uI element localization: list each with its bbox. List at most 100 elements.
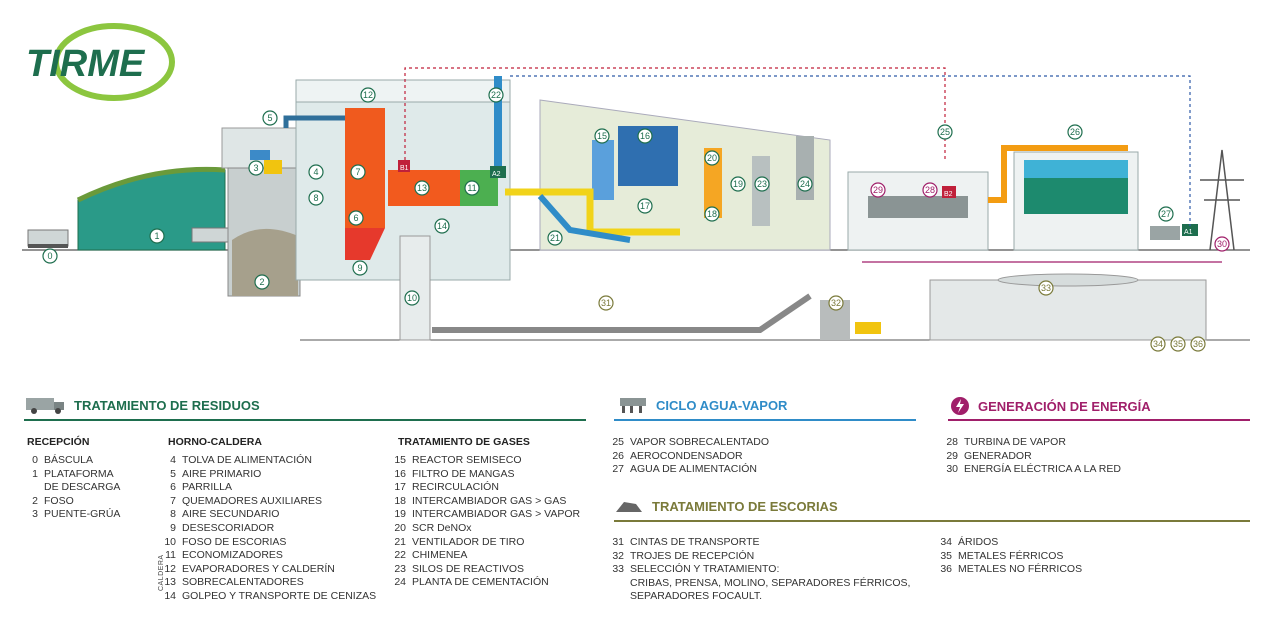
svg-text:17: 17 — [640, 201, 650, 211]
marker-15: 15 — [594, 128, 610, 144]
legend-item-text: AEROCONDENSADOR — [630, 449, 743, 462]
crane-trolley — [250, 150, 270, 160]
slag-bunker — [820, 300, 850, 340]
legend-item-text: AGUA DE ALIMENTACIÓN — [630, 463, 757, 476]
recirculation-duct — [537, 194, 631, 243]
marker-1: 1 — [149, 228, 165, 244]
legend-item: SEPARADORES FOCAULT. — [608, 590, 762, 603]
escorias-header: TRATAMIENTO DE ESCORIAS — [614, 498, 838, 514]
marker-0: 0 — [42, 248, 58, 264]
marker-27: 27 — [1158, 206, 1174, 222]
steam-duct — [988, 145, 1128, 203]
tirme-logo: TIRME — [26, 23, 175, 101]
svg-text:23: 23 — [757, 179, 767, 189]
truck-icon — [27, 229, 69, 248]
legend-item-text: TURBINA DE VAPOR — [964, 436, 1066, 448]
marker-32: 32 — [828, 295, 844, 311]
air-condenser-top — [1024, 160, 1128, 178]
svg-text:14: 14 — [437, 221, 447, 231]
legend-item-number: 31 — [612, 536, 624, 548]
legend-item-number: 33 — [612, 563, 624, 576]
legend-item: DE DESCARGA — [22, 481, 120, 494]
legend-item-text: SEPARADORES FOCAULT. — [630, 590, 763, 603]
marker-36: 36 — [1190, 336, 1206, 352]
svg-text:24: 24 — [800, 179, 810, 189]
legend-item-number: 7 — [170, 494, 176, 507]
legend-item-text: QUEMADORES AUXILIARES — [182, 494, 323, 507]
boiler-roof — [295, 79, 511, 103]
legend-item: 28 TURBINA DE VAPOR — [942, 436, 1066, 449]
marker-14: 14 — [434, 218, 450, 234]
svg-text:0: 0 — [47, 251, 52, 261]
svg-text:6: 6 — [353, 213, 358, 223]
legend-item-text: PLATAFORMA — [44, 467, 114, 480]
legend-item-text: CHIMENEA — [412, 549, 468, 562]
semidry-reactor — [592, 140, 614, 200]
legend-item-number: 2 — [32, 494, 38, 507]
svg-text:29: 29 — [873, 185, 883, 195]
logo-ellipse — [53, 23, 175, 101]
scr-denox — [704, 148, 722, 218]
svg-text:16: 16 — [640, 131, 650, 141]
svg-text:25: 25 — [940, 127, 950, 137]
svg-text:10: 10 — [407, 293, 417, 303]
marker-24: 24 — [797, 176, 813, 192]
marker-26: 26 — [1067, 124, 1083, 140]
tag-b1-label: B1 — [400, 165, 409, 172]
legend-item-number: 30 — [946, 463, 958, 476]
svg-text:19: 19 — [733, 179, 743, 189]
marker-33: 33 — [1038, 280, 1054, 296]
legend-item-number: 26 — [612, 449, 624, 462]
legend-item-text: VENTILADOR DE TIRO — [412, 535, 525, 548]
chimney — [494, 76, 502, 172]
primary-air-duct — [283, 115, 345, 128]
legend-item-text: CRIBAS, PRENSA, MOLINO, SEPARADORES FÉRR… — [630, 576, 911, 589]
legend-item-text: AIRE PRIMARIO — [182, 467, 262, 480]
legend-item-number: 6 — [170, 481, 176, 494]
marker-30: 30 — [1214, 236, 1230, 252]
legend-item-number: 36 — [940, 563, 952, 576]
legend-item-text: CINTAS DE TRANSPORTE — [630, 536, 760, 548]
legend-item-number: 20 — [394, 522, 406, 534]
furnace — [345, 108, 385, 228]
marker-11: 11 — [464, 180, 480, 196]
legend-item-number: 15 — [394, 454, 406, 466]
legend-item: 31 CINTAS DE TRANSPORTE — [608, 536, 760, 549]
tag-b2-label: B2 — [944, 191, 953, 198]
legend-item: 26 AEROCONDENSADOR — [608, 449, 743, 463]
marker-7: 7 — [350, 164, 366, 180]
slag-treatment-hall — [929, 279, 1207, 341]
legend-item-number: 12 — [164, 562, 176, 575]
legend-item-number: 23 — [394, 562, 406, 575]
flue-gas-duct — [505, 188, 680, 236]
marker-31: 31 — [598, 295, 614, 311]
legend-item-text: PLANTA DE CEMENTACIÓN — [412, 576, 549, 589]
legend-item-text: FOSO — [44, 494, 74, 507]
lightning-icon — [950, 396, 970, 416]
agua-underline — [614, 419, 916, 421]
slag-pit — [399, 235, 431, 341]
marker-34: 34 — [1150, 336, 1166, 352]
legend-item-text: DE DESCARGA — [44, 481, 121, 494]
legend-item-number: 28 — [946, 436, 958, 448]
legend-item-text: GOLPEO Y TRANSPORTE DE CENIZAS — [182, 590, 377, 602]
marker-8: 8 — [308, 190, 324, 206]
marker-16: 16 — [637, 128, 653, 144]
svg-text:13: 13 — [417, 183, 427, 193]
truck-icon — [191, 227, 229, 243]
svg-text:34: 34 — [1153, 339, 1163, 349]
residuos-title: TRATAMIENTO DE RESIDUOS — [74, 397, 260, 413]
